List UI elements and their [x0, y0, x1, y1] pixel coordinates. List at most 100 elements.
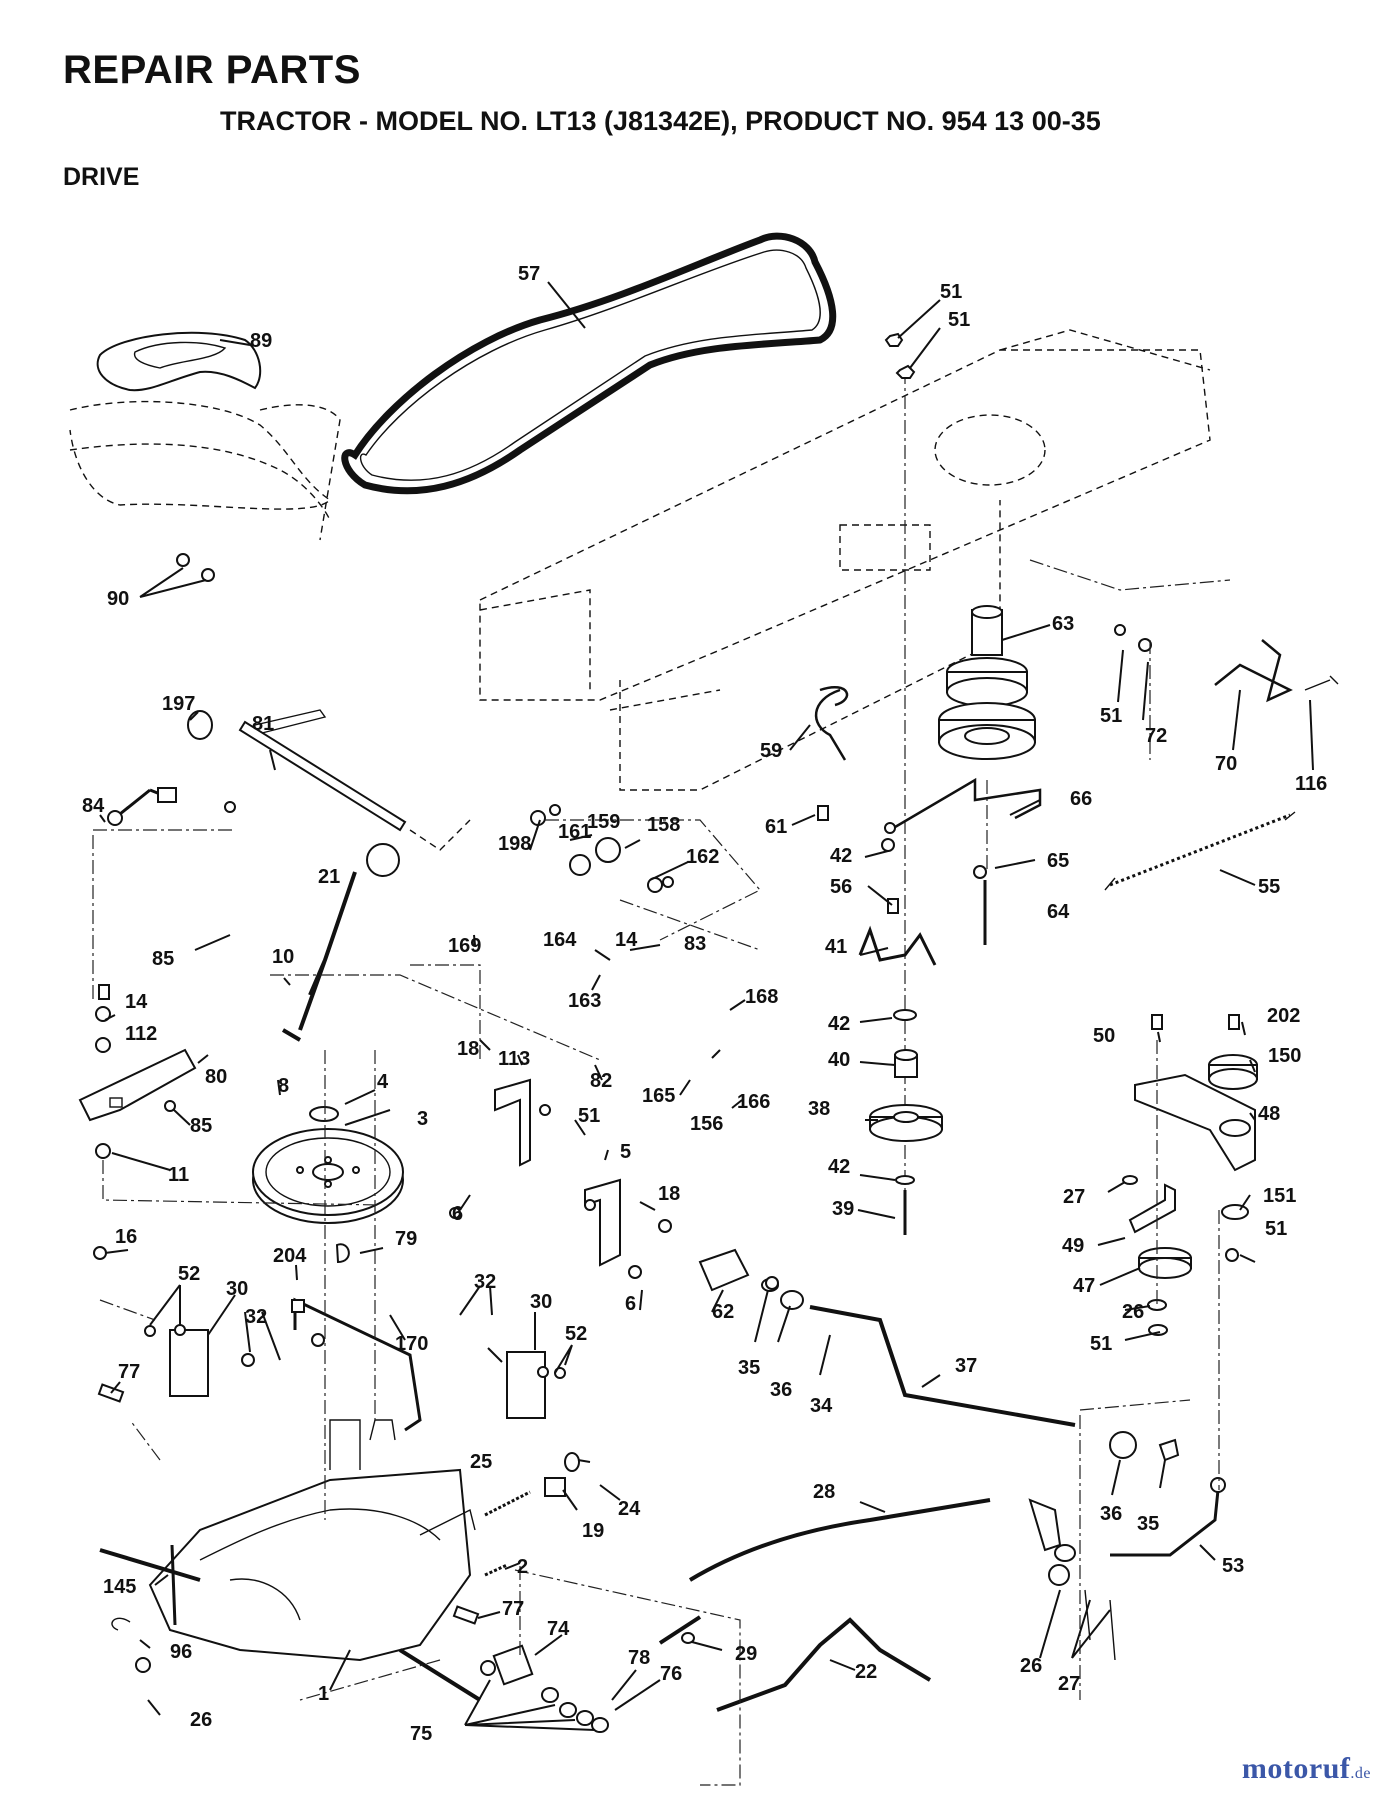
callout: 35	[738, 1357, 760, 1379]
page-title: REPAIR PARTS	[63, 48, 361, 92]
callout: 75	[410, 1723, 432, 1745]
callout: 165	[642, 1085, 675, 1107]
callout: 168	[745, 986, 778, 1008]
callout: 64	[1047, 901, 1070, 923]
callout: 1	[318, 1683, 329, 1705]
callout: 112	[125, 1023, 157, 1045]
callout: 2	[517, 1556, 528, 1578]
callout: 21	[318, 866, 340, 888]
callout: 166	[737, 1091, 770, 1113]
callout: 72	[1145, 725, 1167, 747]
callout: 80	[205, 1066, 227, 1088]
section-title: DRIVE	[63, 163, 140, 191]
callout: 42	[828, 1156, 850, 1178]
callout: 3	[417, 1108, 428, 1130]
motoruf-watermark-logo: motoruf.de	[1242, 1752, 1371, 1786]
callout: 41	[825, 936, 847, 958]
model-subtitle: TRACTOR - MODEL NO. LT13 (J81342E), PROD…	[220, 106, 1101, 136]
callout: 63	[1052, 613, 1074, 635]
callout: 36	[770, 1379, 792, 1401]
callout: 113	[498, 1048, 530, 1070]
callout: 29	[735, 1643, 757, 1665]
callout: 10	[272, 946, 294, 968]
callout: 204	[273, 1245, 307, 1267]
callout: 78	[628, 1647, 650, 1669]
callout: 66	[1070, 788, 1092, 810]
callout: 158	[647, 814, 680, 836]
callout: 56	[830, 876, 852, 898]
seat-pan	[96, 331, 262, 392]
callout: 77	[502, 1598, 524, 1620]
callout: 52	[178, 1263, 200, 1285]
callout: 83	[684, 933, 706, 955]
callout: 19	[582, 1520, 604, 1542]
callout: 151	[1263, 1185, 1296, 1207]
callout: 35	[1137, 1513, 1159, 1535]
callout-numbers: 57 89 51 51 90 63 51 72 70 116 197 81 59…	[82, 263, 1327, 1745]
callout: 36	[1100, 1503, 1122, 1525]
callout: 18	[457, 1038, 479, 1060]
callout: 42	[830, 845, 852, 867]
callout: 70	[1215, 753, 1237, 775]
callout: 49	[1062, 1235, 1084, 1257]
callout: 89	[250, 330, 272, 352]
callout: 85	[152, 948, 174, 970]
callout: 53	[1222, 1555, 1244, 1577]
callout: 79	[395, 1228, 417, 1250]
callout: 51	[940, 281, 962, 303]
callout: 197	[162, 693, 195, 715]
callout: 76	[660, 1663, 682, 1685]
callout: 57	[518, 263, 540, 285]
drive-belt	[341, 232, 837, 495]
transmission-pulley	[252, 1128, 404, 1224]
axle-bracket-left	[169, 1329, 209, 1397]
callout: 50	[1093, 1025, 1115, 1047]
callout: 170	[395, 1333, 428, 1355]
callout: 85	[190, 1115, 212, 1137]
callout: 51	[578, 1105, 600, 1127]
idler-arm	[1134, 1073, 1256, 1172]
callout: 39	[832, 1198, 854, 1220]
assembly-guides	[92, 559, 1231, 1786]
idler-spring	[1109, 813, 1291, 887]
callout: 55	[1258, 876, 1280, 898]
callout: 51	[1090, 1333, 1112, 1355]
callout: 145	[103, 1576, 136, 1598]
callout: 47	[1073, 1275, 1095, 1297]
callout: 6	[625, 1293, 636, 1315]
callout: 30	[530, 1291, 552, 1313]
callout: 52	[565, 1323, 587, 1345]
callout: 37	[955, 1355, 977, 1377]
callout: 59	[760, 740, 782, 762]
callout: 27	[1058, 1673, 1080, 1695]
callout: 202	[1267, 1005, 1300, 1027]
callout: 25	[470, 1451, 492, 1473]
callout: 162	[686, 846, 719, 868]
callout: 42	[828, 1013, 850, 1035]
callout: 198	[498, 833, 531, 855]
watermark-name: motoruf	[1241, 1752, 1351, 1785]
callout: 26	[1020, 1655, 1042, 1677]
callout: 27	[1063, 1186, 1085, 1208]
callout: 30	[226, 1278, 248, 1300]
callout: 74	[547, 1618, 570, 1640]
callout: 40	[828, 1049, 850, 1071]
callout: 14	[125, 991, 148, 1013]
callout: 150	[1268, 1045, 1301, 1067]
shift-knob	[366, 843, 400, 877]
callout: 38	[808, 1098, 830, 1120]
callout: 48	[1258, 1103, 1280, 1125]
shift-shaft	[238, 720, 407, 832]
callout: 16	[115, 1226, 137, 1248]
callout: 159	[587, 811, 620, 833]
engine-pulley	[938, 605, 1036, 760]
tractor-frame-outline	[479, 329, 1211, 791]
part-drawings	[69, 232, 1339, 1786]
callout: 26	[1122, 1301, 1144, 1323]
callout: 96	[170, 1641, 192, 1663]
callout: 90	[107, 588, 129, 610]
callout: 34	[810, 1395, 833, 1417]
callout: 51	[1265, 1218, 1287, 1240]
